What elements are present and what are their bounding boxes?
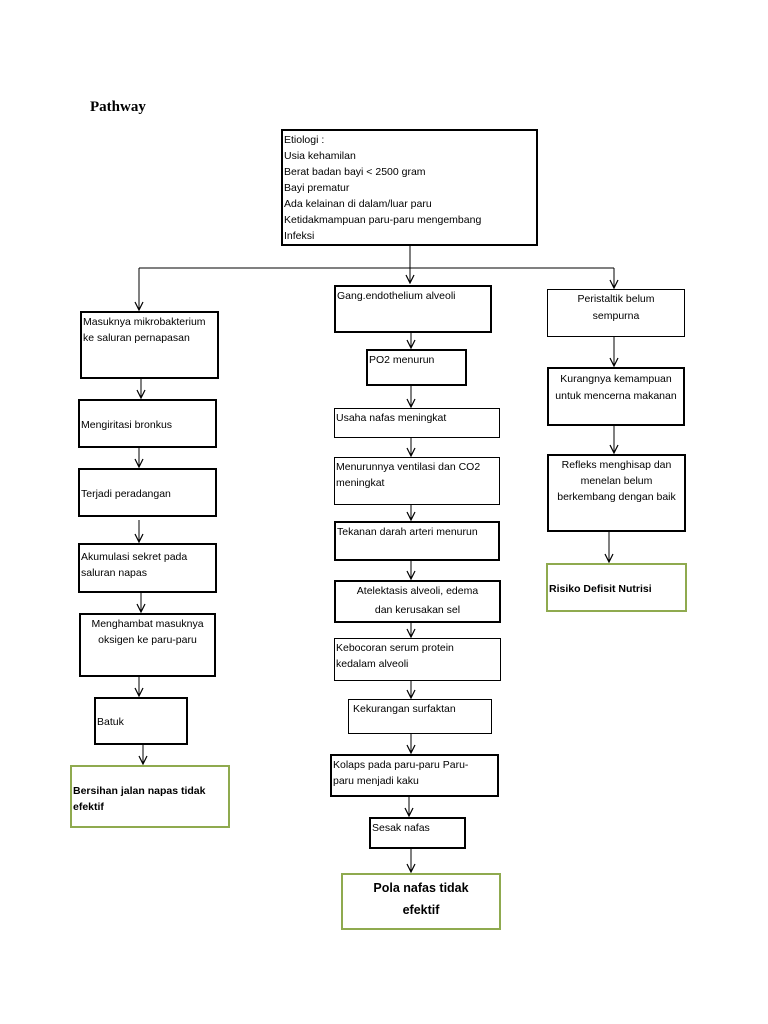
etiology-line: Usia kehamilan bbox=[284, 150, 356, 162]
diagnosis-text: efektif bbox=[73, 801, 104, 813]
flow-step-box: Kolaps pada paru-paru Paru- paru menjadi… bbox=[330, 754, 499, 797]
step-text: Batuk bbox=[97, 716, 124, 728]
step-text: Gang.endothelium alveoli bbox=[337, 290, 456, 302]
step-text: Mengiritasi bronkus bbox=[81, 419, 173, 431]
diagnosis-text: Risiko Defisit Nutrisi bbox=[549, 583, 652, 595]
etiology-box: Etiologi : Usia kehamilan Berat badan ba… bbox=[281, 129, 538, 246]
etiology-line: Infeksi bbox=[284, 230, 315, 242]
step-text: PO2 menurun bbox=[369, 354, 435, 366]
flow-step-box: PO2 menurun bbox=[366, 349, 467, 386]
step-text: untuk mencerna makanan bbox=[555, 390, 677, 402]
flow-step-box: Gang.endothelium alveoli bbox=[334, 285, 492, 333]
step-text: Kebocoran serum protein bbox=[336, 642, 454, 654]
step-text: Akumulasi sekret pada bbox=[81, 551, 188, 563]
etiology-line: Etiologi : bbox=[284, 134, 325, 146]
flow-step-box: Menghambat masuknya oksigen ke paru-paru bbox=[79, 613, 216, 677]
step-text: Menghambat masuknya bbox=[91, 618, 204, 630]
step-text: Sesak nafas bbox=[372, 822, 430, 834]
diagnosis-box: Bersihan jalan napas tidak efektif bbox=[70, 765, 230, 828]
step-text: Usaha nafas meningkat bbox=[336, 412, 447, 424]
step-text: kedalam alveoli bbox=[336, 658, 409, 670]
flow-step-box: Batuk bbox=[94, 697, 188, 745]
step-text: Atelektasis alveoli, edema bbox=[356, 585, 479, 597]
diagnosis-box: Risiko Defisit Nutrisi bbox=[546, 563, 687, 612]
flow-step-box: Kekurangan surfaktan bbox=[348, 699, 492, 734]
page-title: Pathway bbox=[90, 99, 146, 115]
step-text: Peristaltik belum bbox=[577, 293, 655, 305]
step-text: oksigen ke paru-paru bbox=[98, 634, 197, 646]
step-text: ke saluran pernapasan bbox=[83, 332, 190, 344]
flow-step-box: Usaha nafas meningkat bbox=[334, 408, 500, 438]
step-text: Tekanan darah arteri menurun bbox=[337, 526, 478, 538]
step-text: Terjadi peradangan bbox=[81, 488, 171, 500]
step-text: berkembang dengan baik bbox=[557, 491, 676, 503]
etiology-line: Ada kelainan di dalam/luar paru bbox=[284, 198, 432, 210]
step-text: Kolaps pada paru-paru Paru- bbox=[333, 759, 469, 771]
flow-step-box: Kebocoran serum protein kedalam alveoli bbox=[334, 638, 501, 681]
diagnosis-text: efektif bbox=[402, 903, 440, 917]
step-text: Kekurangan surfaktan bbox=[353, 703, 456, 715]
flow-step-box: Atelektasis alveoli, edema dan kerusakan… bbox=[334, 580, 501, 623]
flow-step-box: Kurangnya kemampuan untuk mencerna makan… bbox=[547, 367, 685, 426]
flow-step-box: Terjadi peradangan bbox=[78, 468, 217, 517]
diagnosis-text: Bersihan jalan napas tidak bbox=[73, 785, 206, 797]
flow-step-box: Masuknya mikrobakterium ke saluran perna… bbox=[80, 311, 219, 379]
step-text: menelan belum bbox=[580, 475, 653, 487]
diagnosis-text: Pola nafas tidak bbox=[373, 881, 469, 895]
step-text: paru menjadi kaku bbox=[333, 775, 419, 787]
etiology-line: Berat badan bayi < 2500 gram bbox=[284, 166, 426, 178]
step-text: saluran napas bbox=[81, 567, 147, 579]
flow-step-box: Akumulasi sekret pada saluran napas bbox=[78, 543, 217, 593]
step-text: Kurangnya kemampuan bbox=[560, 373, 672, 385]
etiology-line: Ketidakmampuan paru-paru mengembang bbox=[284, 214, 482, 226]
flow-step-box: Menurunnya ventilasi dan CO2 meningkat bbox=[334, 457, 500, 505]
step-text: dan kerusakan sel bbox=[374, 604, 461, 616]
flow-step-box: Refleks menghisap dan menelan belum berk… bbox=[547, 454, 686, 532]
step-text: Menurunnya ventilasi dan CO2 bbox=[336, 461, 481, 473]
flow-step-box: Peristaltik belum sempurna bbox=[547, 289, 685, 337]
flow-step-box: Mengiritasi bronkus bbox=[78, 399, 217, 448]
step-text: Masuknya mikrobakterium bbox=[83, 316, 206, 328]
flow-step-box: Sesak nafas bbox=[369, 817, 466, 849]
diagnosis-box: Pola nafas tidak efektif bbox=[341, 873, 501, 930]
step-text: meningkat bbox=[336, 477, 385, 489]
etiology-line: Bayi prematur bbox=[284, 182, 350, 194]
step-text: sempurna bbox=[592, 310, 640, 322]
step-text: Refleks menghisap dan bbox=[561, 459, 672, 471]
flow-step-box: Tekanan darah arteri menurun bbox=[334, 521, 500, 561]
